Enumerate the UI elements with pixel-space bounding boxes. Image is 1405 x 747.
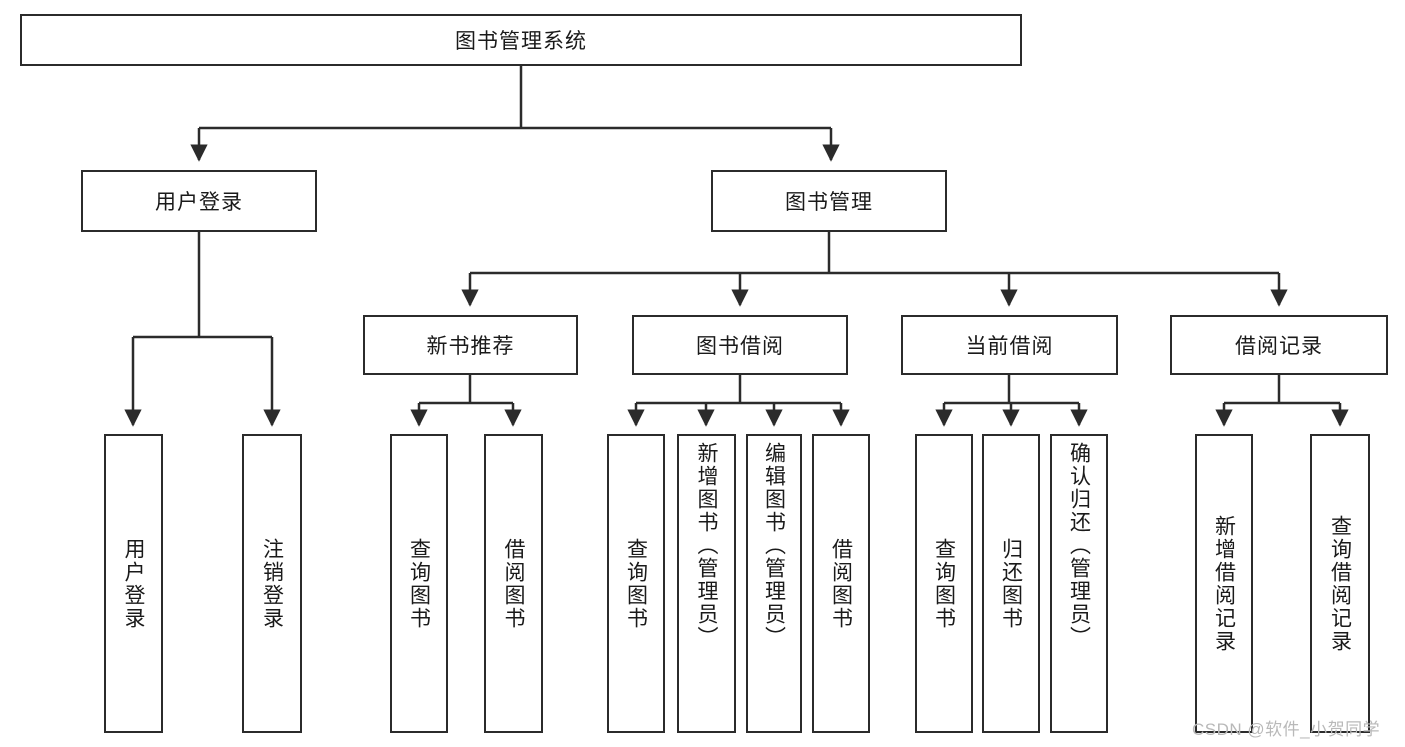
node-root[interactable]: 图书管理系统 bbox=[20, 14, 1022, 66]
leaf-query-borrow-record[interactable]: 查询借阅记录 bbox=[1310, 434, 1370, 733]
leaf-query-book-borrow[interactable]: 查询图书 bbox=[607, 434, 665, 733]
node-current-borrow[interactable]: 当前借阅 bbox=[901, 315, 1118, 375]
node-label: 图书管理 bbox=[785, 191, 873, 214]
watermark: CSDN @软件_小贺同学 bbox=[1192, 720, 1381, 739]
node-label: 查询图书 bbox=[932, 537, 956, 630]
leaf-borrow-book-rec[interactable]: 借阅图书 bbox=[484, 434, 543, 733]
node-label: 借阅记录 bbox=[1235, 335, 1323, 358]
node-label: 借阅图书 bbox=[829, 537, 853, 630]
leaf-user-login[interactable]: 用户登录 bbox=[104, 434, 163, 733]
node-label: 查询图书 bbox=[624, 537, 648, 630]
node-book-borrow[interactable]: 图书借阅 bbox=[632, 315, 848, 375]
leaf-confirm-return-admin[interactable]: 确认归还（管理员） bbox=[1050, 434, 1108, 733]
node-label: 归还图书 bbox=[999, 537, 1023, 630]
node-label: 借阅图书 bbox=[502, 537, 525, 630]
leaf-query-book-rec[interactable]: 查询图书 bbox=[390, 434, 448, 733]
node-label: 查询图书 bbox=[407, 537, 431, 630]
leaf-add-borrow-record[interactable]: 新增借阅记录 bbox=[1195, 434, 1253, 733]
leaf-logout[interactable]: 注销登录 bbox=[242, 434, 302, 733]
node-label: 编辑图书（管理员） bbox=[762, 442, 786, 649]
node-label: 图书借阅 bbox=[696, 335, 784, 358]
node-label: 注销登录 bbox=[260, 537, 284, 630]
node-label: 用户登录 bbox=[155, 191, 243, 214]
leaf-query-book-current[interactable]: 查询图书 bbox=[915, 434, 973, 733]
node-new-book-recommend[interactable]: 新书推荐 bbox=[363, 315, 578, 375]
node-label: 图书管理系统 bbox=[455, 30, 587, 53]
leaf-borrow-book-borrow[interactable]: 借阅图书 bbox=[812, 434, 870, 733]
leaf-edit-book-admin[interactable]: 编辑图书（管理员） bbox=[746, 434, 802, 733]
node-label: 查询借阅记录 bbox=[1328, 514, 1352, 653]
node-label: 新增借阅记录 bbox=[1212, 514, 1236, 653]
node-label: 当前借阅 bbox=[965, 335, 1054, 358]
node-label: 新书推荐 bbox=[426, 335, 515, 358]
node-label: 用户登录 bbox=[122, 537, 145, 630]
leaf-add-book-admin[interactable]: 新增图书（管理员） bbox=[677, 434, 736, 733]
node-label: 确认归还（管理员） bbox=[1067, 442, 1091, 649]
leaf-return-book[interactable]: 归还图书 bbox=[982, 434, 1040, 733]
node-book-management[interactable]: 图书管理 bbox=[711, 170, 947, 232]
node-label: 新增图书（管理员） bbox=[695, 442, 718, 649]
node-borrow-record[interactable]: 借阅记录 bbox=[1170, 315, 1388, 375]
node-user-login[interactable]: 用户登录 bbox=[81, 170, 317, 232]
